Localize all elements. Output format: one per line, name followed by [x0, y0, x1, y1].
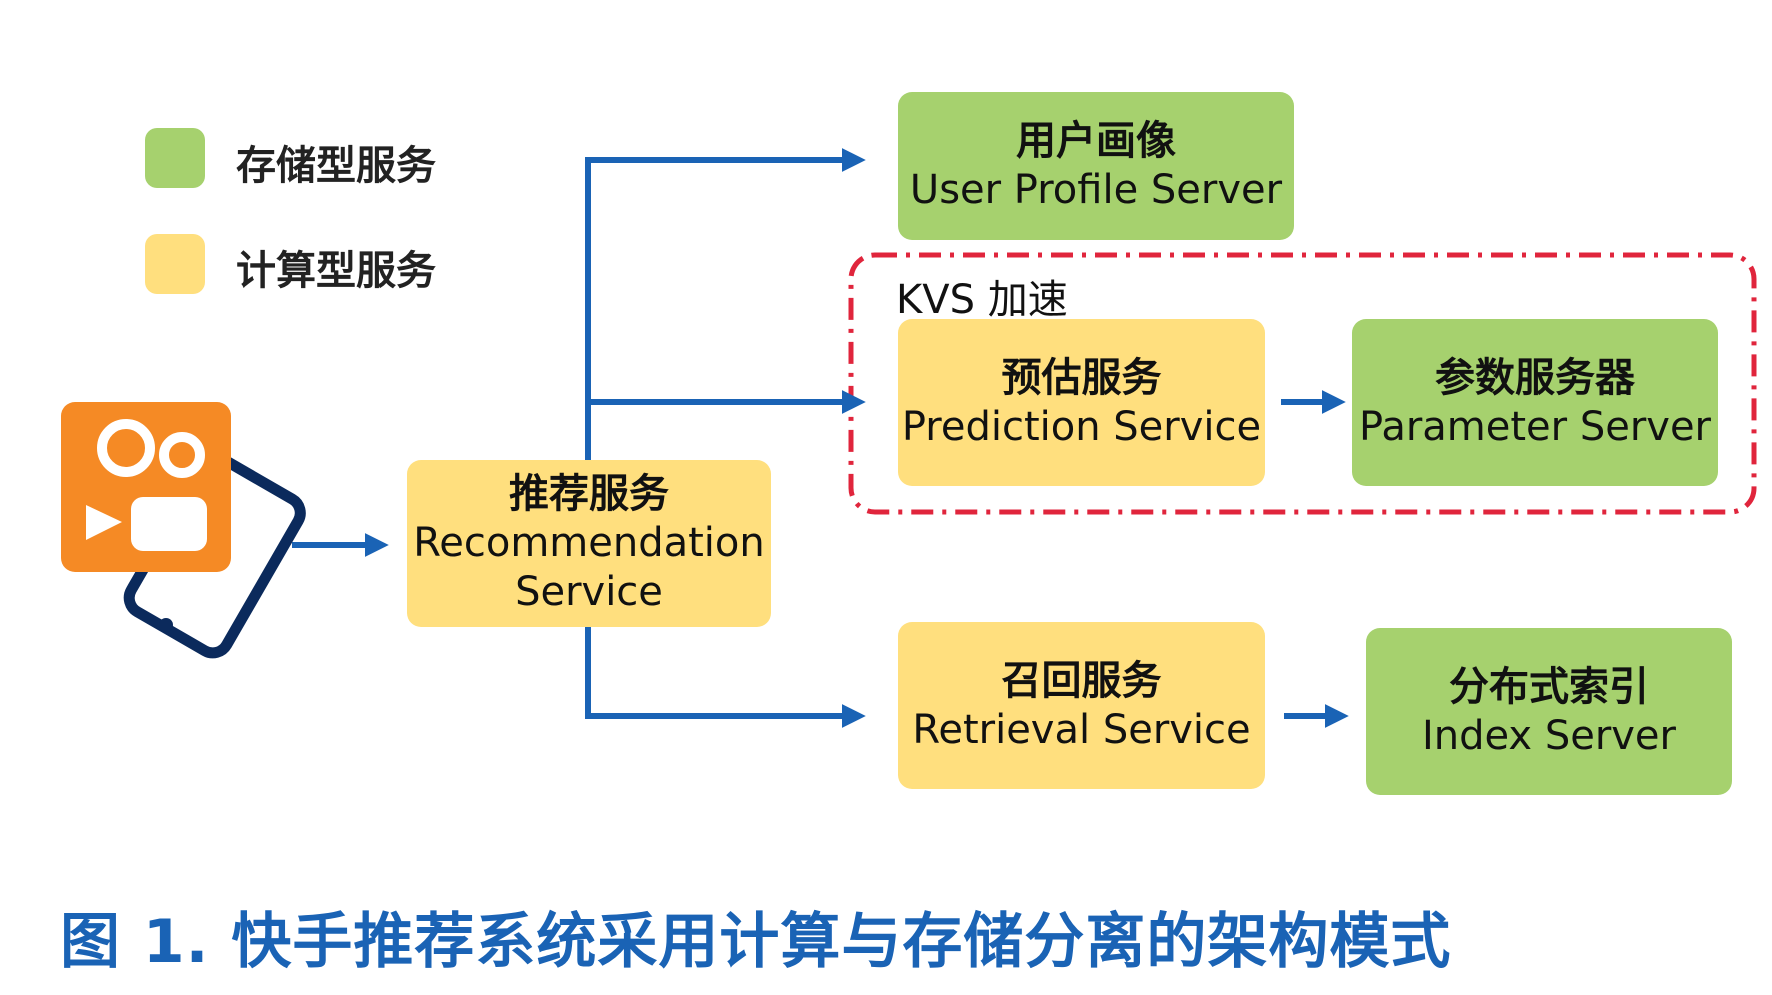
- legend-compute-label: 计算型服务: [236, 248, 436, 294]
- index-en-label: Index Server: [1421, 712, 1676, 759]
- prediction-en-label: Prediction Service: [901, 403, 1262, 450]
- trunk-line: [585, 148, 866, 460]
- index-server-node: 分布式索引 Index Server: [1366, 628, 1732, 795]
- kuaishou-app-icon: [61, 402, 231, 572]
- legend-storage-swatch: [145, 128, 205, 188]
- retrieval-en-label: Retrieval Service: [912, 706, 1251, 753]
- user-profile-server-node: 用户画像 User Profile Server: [898, 92, 1294, 240]
- prediction-zh-label: 预估服务: [1001, 354, 1162, 401]
- recommendation-en-label-line2: Service: [515, 568, 663, 615]
- index-zh-label: 分布式索引: [1449, 663, 1649, 710]
- user-profile-en-label: User Profile Server: [909, 167, 1283, 213]
- kvs-group-label: KVS 加速: [896, 277, 1068, 323]
- kvs-group-border: [848, 252, 1757, 515]
- parameter-zh-label: 参数服务器: [1435, 354, 1635, 401]
- recommendation-service-node: 推荐服务 Recommendation Service: [407, 460, 771, 627]
- prediction-service-node: 预估服务 Prediction Service: [898, 319, 1265, 486]
- arrow-to-retrieval: [585, 627, 866, 728]
- retrieval-service-node: 召回服务 Retrieval Service: [898, 622, 1265, 789]
- user-profile-zh-label: 用户画像: [1016, 118, 1176, 165]
- recommendation-en-label-line1: Recommendation: [413, 520, 765, 567]
- recommendation-zh-label: 推荐服务: [509, 471, 669, 518]
- retrieval-zh-label: 召回服务: [1001, 657, 1162, 704]
- figure-caption: 图 1. 快手推荐系统采用计算与存储分离的架构模式: [60, 907, 1452, 977]
- parameter-en-label: Parameter Server: [1359, 403, 1711, 450]
- legend-storage-label: 存储型服务: [236, 143, 436, 189]
- parameter-server-node: 参数服务器 Parameter Server: [1352, 319, 1718, 486]
- legend-compute-swatch: [145, 234, 205, 294]
